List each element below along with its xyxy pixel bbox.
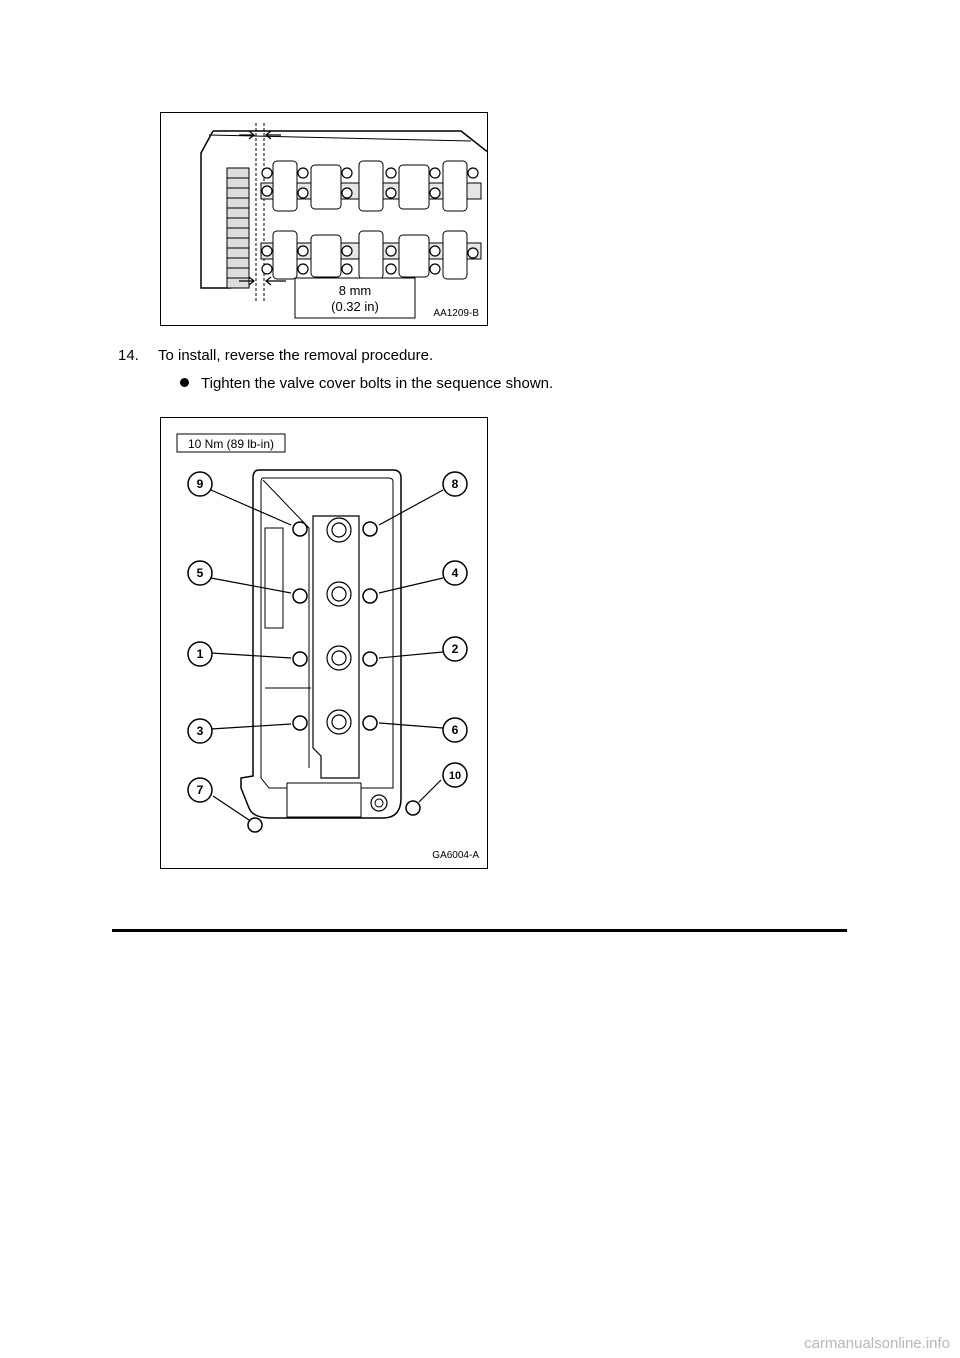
camshaft-drawing: 8 mm (0.32 in) AA1209-B — [200, 123, 487, 319]
step-14: 14. To install, reverse the removal proce… — [118, 347, 433, 364]
callout-10: 10 — [449, 770, 461, 782]
valve-cover-sequence-illustration: 10 Nm (89 lb-in) — [160, 417, 488, 869]
dimension-value: 8 mm — [339, 283, 372, 298]
camshaft-illustration: 8 mm (0.32 in) AA1209-B — [160, 112, 488, 326]
arrow-top-right — [265, 130, 281, 140]
callout-6: 6 — [452, 723, 459, 737]
callout-2: 2 — [452, 642, 459, 656]
callout-9: 9 — [197, 477, 204, 491]
spark-plug-wells — [326, 517, 352, 735]
arrow-top-left — [239, 130, 255, 140]
figure1-code: AA1209-B — [433, 308, 479, 319]
dimension-box — [294, 277, 416, 319]
lower-cam-caps — [272, 230, 468, 280]
figure2-code: GA6004-A — [432, 850, 479, 861]
callout-leaders — [210, 489, 444, 821]
cover-bottom-pad — [286, 782, 362, 818]
step-number: 14. — [118, 347, 139, 364]
callout-numbers: 9 8 5 4 1 2 3 6 7 10 — [197, 477, 461, 797]
arrow-bottom-right — [265, 276, 286, 286]
callout-8: 8 — [452, 477, 459, 491]
torque-box — [176, 433, 286, 453]
upper-cam-caps — [272, 160, 468, 212]
section-divider — [112, 929, 847, 932]
bullet-text: Tighten the valve cover bolts in the seq… — [201, 375, 554, 392]
cam-bolts — [261, 167, 479, 275]
callout-5: 5 — [197, 566, 204, 580]
cover-bolts — [247, 521, 421, 833]
chain-links — [227, 177, 249, 279]
head-edge — [208, 134, 472, 142]
callout-3: 3 — [197, 724, 204, 738]
side-detail-1 — [264, 527, 284, 629]
torque-label: 10 Nm (89 lb-in) — [188, 437, 274, 451]
cover-boss-inner — [374, 798, 384, 808]
bullet-dot-icon — [180, 378, 189, 387]
step-text: To install, reverse the removal procedur… — [158, 347, 434, 364]
callout-1: 1 — [197, 647, 204, 661]
callout-4: 4 — [452, 566, 459, 580]
dimension-unit: (0.32 in) — [331, 299, 379, 314]
arrow-bottom-left — [239, 276, 255, 286]
valve-cover-drawing: 10 Nm (89 lb-in) — [176, 433, 479, 861]
watermark: carmanualsonline.info — [804, 1335, 950, 1352]
bullet-item: Tighten the valve cover bolts in the seq… — [180, 375, 553, 392]
callout-circles — [187, 471, 468, 803]
head-outline — [200, 130, 487, 289]
callout-7: 7 — [197, 783, 204, 797]
cover-boss — [370, 794, 388, 812]
